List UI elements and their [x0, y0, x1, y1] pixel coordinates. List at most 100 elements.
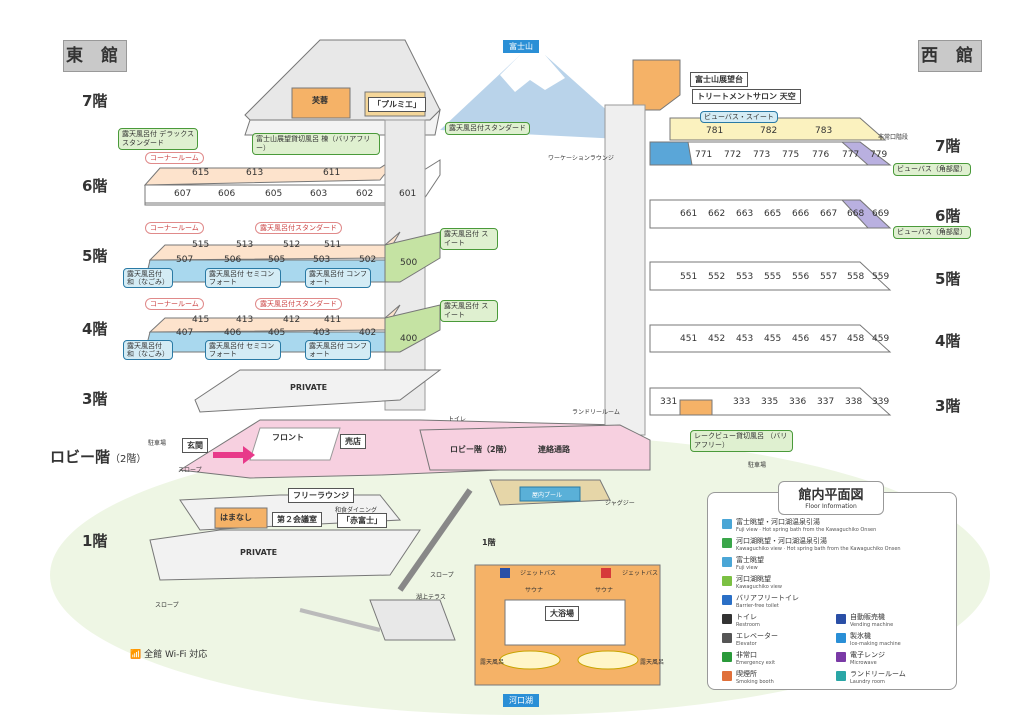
room-663: 663 — [736, 209, 754, 219]
west-7f-corner — [840, 141, 892, 166]
dining-label: 「赤富士」 — [337, 513, 387, 528]
west-4f — [649, 324, 892, 353]
east-floor-3: 3階 — [82, 390, 108, 408]
east-3f-private: PRIVATE — [290, 383, 328, 392]
corridor-label: 連絡通路 — [538, 445, 570, 454]
room-511: 511 — [324, 240, 342, 250]
room-336: 336 — [789, 397, 807, 407]
barrier-free-toilet-icon — [722, 595, 732, 605]
room-606: 606 — [218, 189, 236, 199]
room-406: 406 — [224, 328, 242, 338]
lobby-floor-label: ロビー階（2階） — [450, 445, 512, 454]
legend-item-english: Kawaguchiko view · Hot spring bath from … — [736, 546, 901, 552]
room-783: 783 — [815, 126, 833, 136]
legend-item-label: 製氷機 — [850, 632, 871, 640]
tag-semi-4f: 露天風呂付 セミコンフォート — [205, 340, 281, 360]
room-506: 506 — [224, 255, 242, 265]
room-601: 601 — [399, 189, 417, 199]
lake-terrace — [369, 599, 456, 641]
lobby-floor-note: （2階） — [110, 454, 147, 465]
room-337: 337 — [817, 397, 835, 407]
west-floor-3: 3階 — [935, 397, 961, 415]
room-773: 773 — [753, 150, 771, 160]
legend-item-english: Ice-making machine — [850, 641, 901, 647]
east-7f-fuyo — [291, 87, 351, 119]
workation-label: ワーケーションラウンジ — [548, 155, 614, 162]
emergency-exit-icon — [722, 652, 732, 662]
room-451: 451 — [680, 334, 698, 344]
room-513: 513 — [236, 240, 254, 250]
microwave-icon — [836, 652, 846, 662]
east-3f-slab — [194, 369, 442, 413]
salon-label: トリートメントサロン 天空 — [692, 89, 801, 104]
lake-marker: 河口湖 — [503, 694, 539, 707]
front-desk-label: フロント — [272, 433, 304, 442]
legend-item-english: Smoking booth — [736, 679, 774, 685]
east-floor-1: 1階 — [82, 532, 108, 550]
legend-item-english: Elevator — [736, 641, 757, 647]
room-602: 602 — [356, 189, 374, 199]
room-411: 411 — [324, 315, 342, 325]
room-666: 666 — [792, 209, 810, 219]
legend-item-english: Fuji view — [736, 565, 758, 571]
east-floor-lobby: ロビー階（2階） — [50, 446, 146, 467]
lobby-entrance-arrow — [213, 452, 243, 458]
room-403: 403 — [313, 328, 331, 338]
legend-title: 館内平面図 — [798, 488, 864, 503]
room-662: 662 — [708, 209, 726, 219]
slope-label-b: スロープ — [430, 572, 454, 579]
legend-item-english: Emergency exit — [736, 660, 776, 666]
legend-item-label: 富士眺望 — [736, 556, 764, 564]
east-7f-premier-label: 「プルミエ」 — [368, 97, 426, 112]
shop-label: 売店 — [340, 434, 366, 449]
parking-label-west: 駐車場 — [748, 462, 767, 469]
entrance-label: 玄関 — [182, 438, 208, 453]
legend-item-english: Kawaguchiko view — [736, 584, 782, 590]
room-459: 459 — [872, 334, 890, 344]
room-615: 615 — [192, 168, 210, 178]
room-456: 456 — [792, 334, 810, 344]
west-floor-6: 6階 — [935, 207, 961, 225]
room-333: 333 — [733, 397, 751, 407]
room-453: 453 — [736, 334, 754, 344]
room-559: 559 — [872, 272, 890, 282]
room-772: 772 — [724, 150, 742, 160]
room-667: 667 — [820, 209, 838, 219]
room-669: 669 — [872, 209, 890, 219]
walkway-a — [397, 488, 473, 592]
lake-bath-icon — [722, 538, 732, 548]
lake-view-icon — [722, 576, 732, 586]
room-335: 335 — [761, 397, 779, 407]
fuji-bath-icon — [722, 519, 732, 529]
lobby-entrance-arrowhead — [243, 446, 255, 464]
legend-item-english: Microwave — [850, 660, 877, 666]
room-405: 405 — [268, 328, 286, 338]
west-5f — [649, 261, 892, 291]
room-458: 458 — [847, 334, 865, 344]
tag-deluxe: 露天風呂付 デラックススタンダード — [118, 128, 198, 150]
legend-item-label: トイレ — [736, 613, 757, 621]
east-5f-suite — [384, 231, 441, 283]
dining-note-label: 和食ダイニング — [335, 507, 378, 514]
room-452: 452 — [708, 334, 726, 344]
west-6f-corner — [840, 199, 892, 229]
legend-item-english: Fuji view · Hot spring bath from the Kaw… — [736, 527, 877, 533]
room-413: 413 — [236, 315, 254, 325]
room-551: 551 — [680, 272, 698, 282]
legend-item-english: Laundry room — [850, 679, 885, 685]
jacuzzi-label: ジャグジー — [605, 500, 635, 507]
east-7f-bath-tag: 富士山展望貸切風呂 棟（バリアフリー） — [252, 133, 380, 155]
smoking-icon — [722, 671, 732, 681]
west-7f-workation — [649, 141, 693, 166]
legend-item-label: バリアフリートイレ — [736, 594, 799, 602]
room-777: 777 — [842, 150, 860, 160]
room-515: 515 — [192, 240, 210, 250]
tag-comfort-4f: 露天風呂付 コンフォート — [305, 340, 371, 360]
